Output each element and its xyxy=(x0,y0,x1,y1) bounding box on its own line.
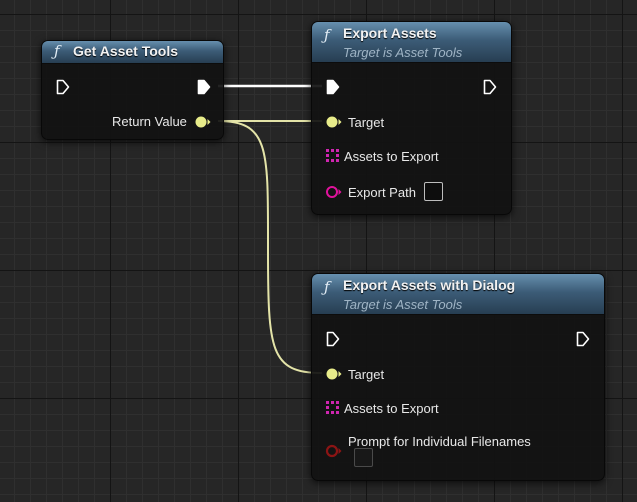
exec-in-pin[interactable] xyxy=(56,79,70,95)
node-title: Export Assets xyxy=(343,25,437,41)
exec-out-pin[interactable] xyxy=(197,79,211,95)
return-value-pin[interactable] xyxy=(194,115,212,129)
exec-out-pin[interactable] xyxy=(576,331,590,347)
export-path-checkbox[interactable] xyxy=(424,182,443,201)
node-title: Export Assets with Dialog xyxy=(343,277,516,293)
function-icon: ƒ xyxy=(324,278,330,296)
get-asset-tools-node[interactable]: ƒ Get Asset Tools Return Value xyxy=(41,40,224,140)
exec-out-pin[interactable] xyxy=(483,79,497,95)
prompt-bool-pin[interactable] xyxy=(325,444,343,458)
target-label: Target xyxy=(348,367,385,382)
assets-to-export-label: Assets to Export xyxy=(344,401,439,416)
prompt-checkbox[interactable] xyxy=(354,448,373,467)
target-wire-export-dialog[interactable] xyxy=(217,120,323,374)
array-pin-icon[interactable] xyxy=(326,149,339,162)
node-header[interactable]: ƒ Export Assets with Dialog Target is As… xyxy=(312,274,604,315)
prompt-label: Prompt for Individual Filenames xyxy=(348,434,531,449)
node-header[interactable]: ƒ Export Assets Target is Asset Tools xyxy=(312,22,511,63)
return-value-label: Return Value xyxy=(112,114,187,129)
array-pin-icon[interactable] xyxy=(326,401,339,414)
exec-in-pin[interactable] xyxy=(326,79,340,95)
node-subtitle: Target is Asset Tools xyxy=(343,45,463,60)
target-label: Target xyxy=(348,115,385,130)
exec-in-pin[interactable] xyxy=(326,331,340,347)
node-title: Get Asset Tools xyxy=(73,43,179,59)
node-subtitle: Target is Asset Tools xyxy=(343,297,463,312)
export-assets-with-dialog-node[interactable]: ƒ Export Assets with Dialog Target is As… xyxy=(311,273,605,481)
target-pin[interactable] xyxy=(325,115,343,129)
node-header[interactable]: ƒ Get Asset Tools xyxy=(42,41,223,64)
export-assets-node[interactable]: ƒ Export Assets Target is Asset Tools Ta… xyxy=(311,21,512,215)
function-icon: ƒ xyxy=(54,42,60,60)
export-path-label: Export Path xyxy=(348,185,416,200)
target-pin[interactable] xyxy=(325,367,343,381)
assets-to-export-label: Assets to Export xyxy=(344,149,439,164)
function-icon: ƒ xyxy=(324,26,330,44)
export-path-pin[interactable] xyxy=(325,185,343,199)
